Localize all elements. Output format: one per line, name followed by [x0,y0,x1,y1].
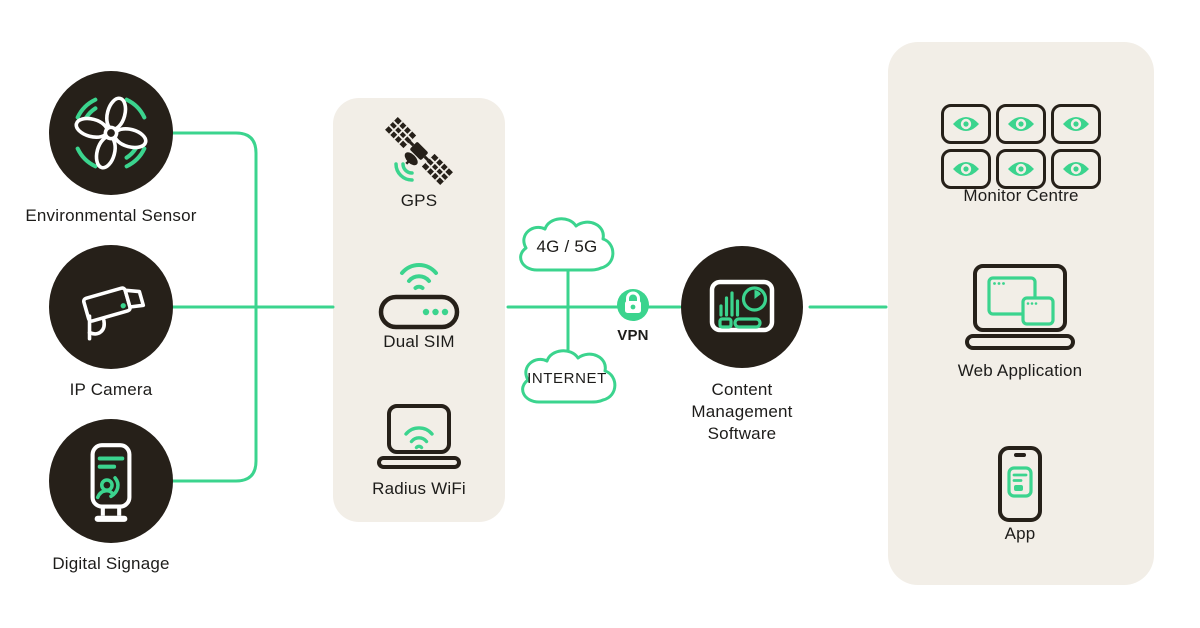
ip-camera-label: IP Camera [69,380,153,399]
cloud-4g5g-label: 4G / 5G [536,237,598,256]
app-label: App [1004,524,1036,543]
eye-icon [1008,162,1034,176]
monitor-tile [941,149,991,189]
monitor-tile [1051,104,1101,144]
eye-icon [953,117,979,131]
smartphone-icon [990,446,1050,526]
web-application-label: Web Application [957,361,1083,380]
dual-sim-label: Dual SIM [383,332,455,351]
fan-icon [72,94,150,172]
cms-node [681,246,803,368]
monitor-centre-label: Monitor Centre [963,186,1079,205]
digital-signage-label: Digital Signage [52,554,170,573]
monitor-tile [996,149,1046,189]
cloud-4g5g-shape [519,217,615,272]
eye-icon [1063,117,1089,131]
cms-label-line3: Software [707,424,777,443]
gps-label: GPS [400,191,438,210]
eye-icon [1008,117,1034,131]
monitor-tile [1051,149,1101,189]
radius-wifi-label: Radius WiFi [372,479,466,498]
eye-icon [1063,162,1089,176]
eye-icon [953,162,979,176]
monitor-tile [996,104,1046,144]
cms-label-line2: Management [691,402,793,421]
monitor-tile [941,104,991,144]
signage-kiosk-icon [90,443,132,522]
satellite-icon [374,106,464,196]
vpn-label: VPN [617,327,649,344]
cms-label: Content Management Software [691,379,792,445]
monitor-wall [941,104,1101,189]
laptop-windows-icon [945,262,1095,362]
dashboard-icon [709,279,775,333]
laptop-wifi-icon [364,402,474,482]
cms-label-line1: Content [711,380,773,399]
digital-signage-node [49,419,173,543]
vpn-lock-icon [617,289,649,321]
environmental-sensor-label: Environmental Sensor [25,206,197,225]
environmental-sensor-node [49,71,173,195]
cloud-internet-shape [521,349,617,404]
router-wifi-icon [369,240,469,340]
cctv-camera-icon [81,286,146,341]
internet-cloud-label: INTERNET [527,370,607,387]
ip-camera-node [49,245,173,369]
